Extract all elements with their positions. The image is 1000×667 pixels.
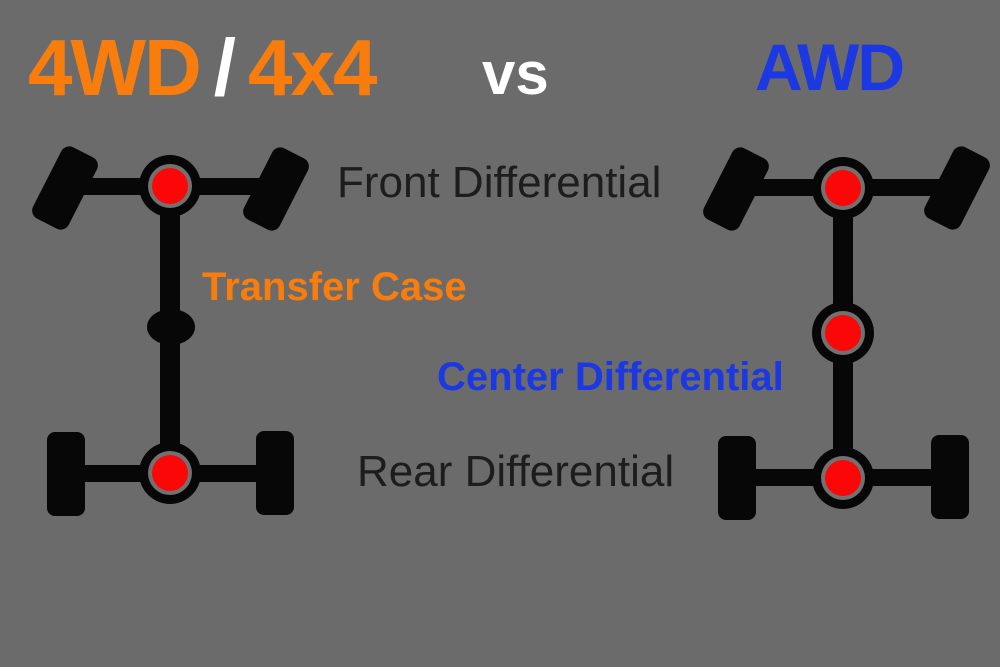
title-4wd-text: 4WD <box>28 23 202 112</box>
label-transfer-case: Transfer Case <box>202 265 467 309</box>
title-slash-text: / <box>213 23 236 112</box>
front-right-wheel <box>243 147 309 231</box>
rear-differential-marker <box>812 447 874 509</box>
center-differential-marker <box>812 302 874 364</box>
rear-differential-marker <box>139 442 201 504</box>
center-differential-core <box>825 315 861 351</box>
rear-differential-core <box>825 460 861 496</box>
front-left-wheel <box>32 146 98 230</box>
drivetrain-awd-diagram <box>703 146 990 520</box>
vs-label: vs <box>482 40 549 107</box>
label-center-differential: Center Differential <box>437 355 784 399</box>
front-differential-marker <box>139 155 201 217</box>
front-differential-core <box>825 170 861 206</box>
drivetrain-4wd-diagram <box>32 146 309 516</box>
title-4x4-text: 4x4 <box>248 23 377 112</box>
title-4wd-4x4: 4WD/4x4 <box>28 28 378 108</box>
rear-right-wheel <box>256 431 294 515</box>
front-differential-marker <box>812 157 874 219</box>
front-right-wheel <box>924 146 990 230</box>
label-front-differential: Front Differential <box>337 158 662 207</box>
rear-differential-core <box>152 455 188 491</box>
rear-left-wheel <box>47 432 85 516</box>
rear-left-wheel <box>718 436 756 520</box>
label-rear-differential: Rear Differential <box>357 447 675 496</box>
front-left-wheel <box>703 147 769 231</box>
transfer-case-shape <box>147 309 195 345</box>
rear-right-wheel <box>931 435 969 519</box>
front-differential-core <box>152 168 188 204</box>
title-awd: AWD <box>755 30 905 104</box>
